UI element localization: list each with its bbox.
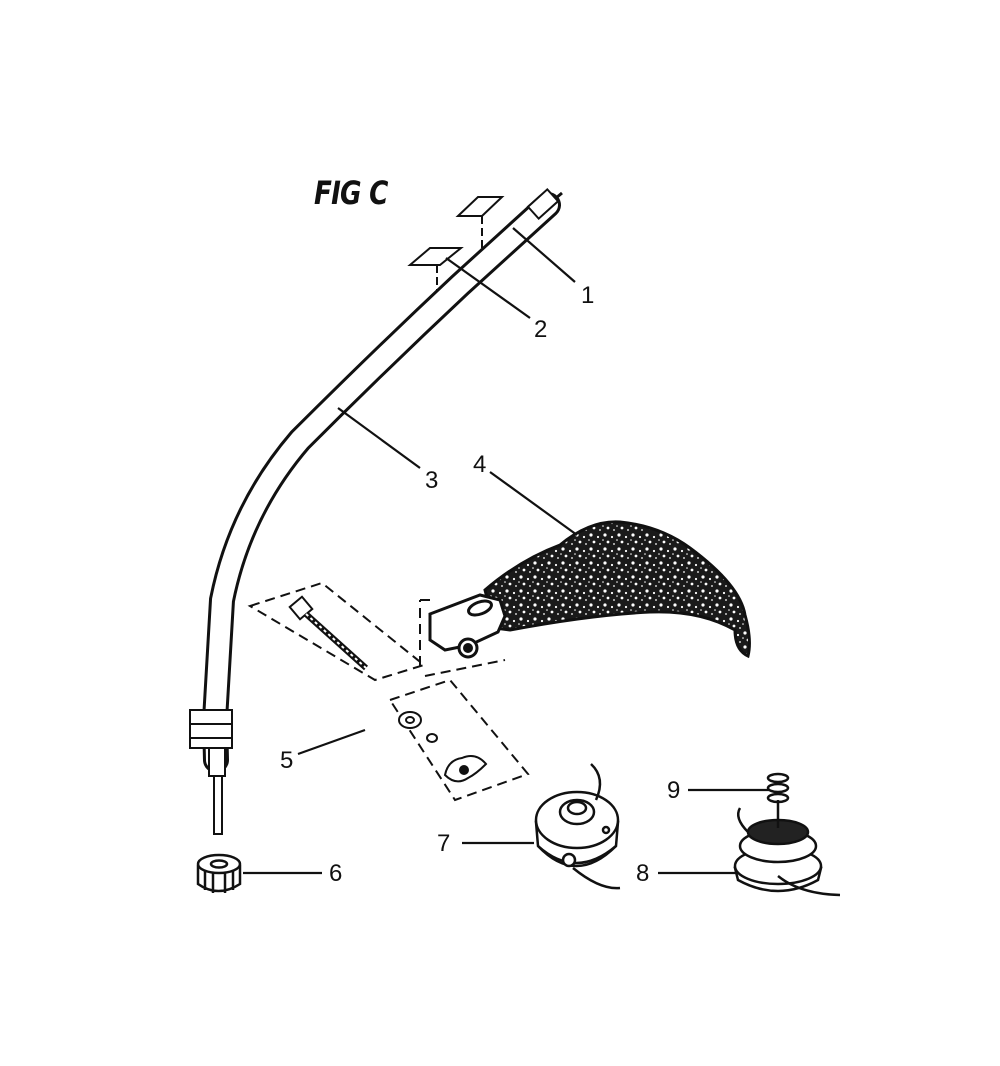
leader-5 <box>297 728 366 756</box>
retaining-knob <box>196 853 242 893</box>
callout-7: 7 <box>437 830 451 857</box>
hardware-kit-outline <box>247 581 530 802</box>
figure-title: FIG C <box>314 174 388 212</box>
trimmer-head <box>534 763 621 890</box>
decal-label-parts <box>407 196 505 300</box>
washer <box>398 711 438 743</box>
line-spool <box>733 800 841 897</box>
decal-1 <box>455 196 505 217</box>
leader-4 <box>489 471 578 536</box>
callout-3: 3 <box>425 467 439 494</box>
curved-shaft <box>189 187 563 835</box>
callout-1: 1 <box>581 282 595 309</box>
leader-lines <box>243 227 770 875</box>
grass-guard <box>428 520 751 659</box>
leader-3 <box>337 407 421 469</box>
decal-2 <box>407 247 464 266</box>
spool-spring <box>766 772 790 804</box>
screw <box>288 595 369 671</box>
callout-6: 6 <box>329 860 343 887</box>
wing-nut <box>443 755 488 783</box>
callout-9: 9 <box>667 777 681 804</box>
callout-5: 5 <box>280 747 294 774</box>
callout-8: 8 <box>636 860 650 887</box>
callout-4: 4 <box>473 451 487 478</box>
leader-2 <box>445 257 531 319</box>
callout-2: 2 <box>534 316 548 343</box>
leader-1 <box>512 227 576 283</box>
